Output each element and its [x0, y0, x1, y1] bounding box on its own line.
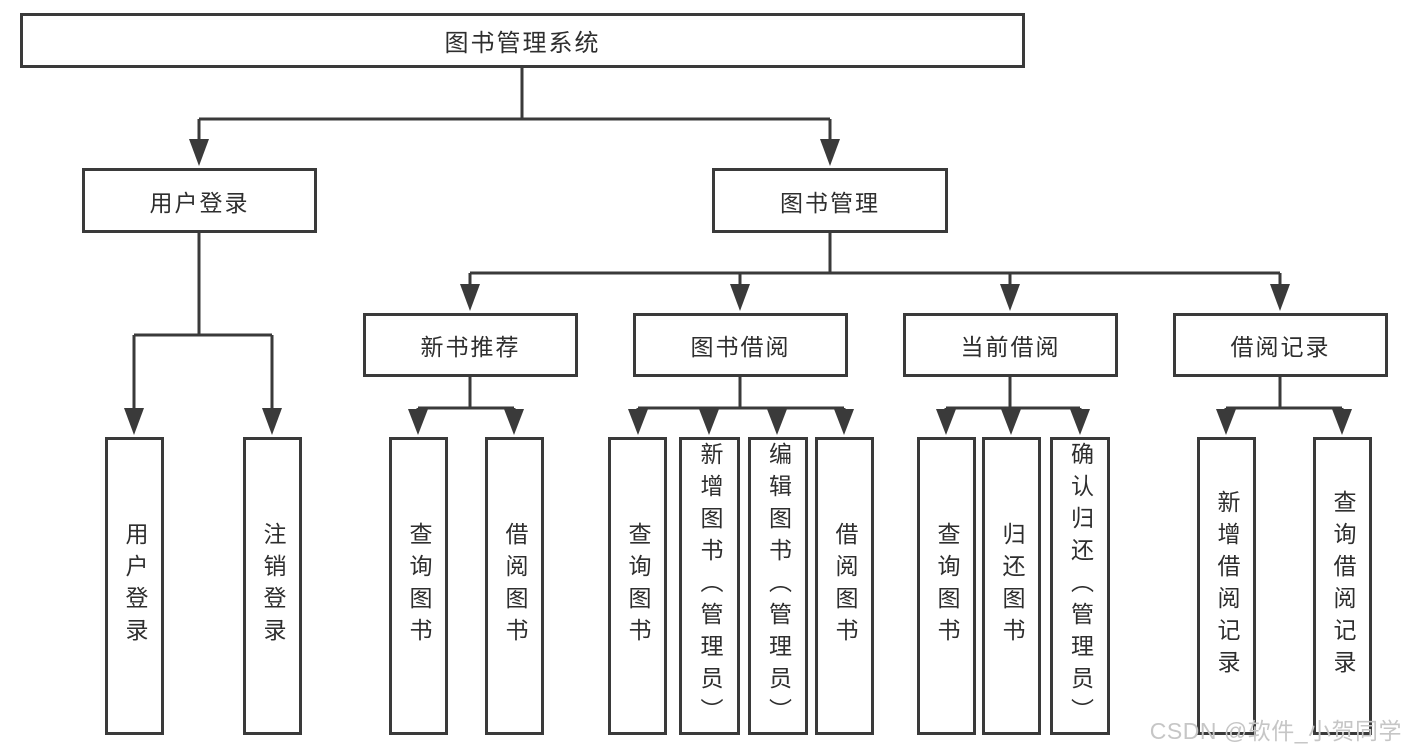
arrowhead	[1216, 409, 1236, 435]
arrowhead	[1332, 409, 1352, 435]
leaf-borrow-books-recommend: 借阅图书	[485, 437, 544, 735]
leaf-query-borrow-record: 查询借阅记录	[1313, 437, 1372, 735]
leaf-add-books-admin: 新增图书（管理员）	[679, 437, 740, 735]
csdn-watermark: CSDN @软件_小贺同学	[1149, 718, 1402, 744]
connector-book-borrow-branch	[636, 377, 846, 414]
arrowhead	[504, 409, 524, 435]
node-user-login: 用户登录	[82, 168, 317, 233]
connector-new-book-branch	[416, 377, 516, 414]
leaf-query-books-recommend: 查询图书	[389, 437, 448, 735]
leaf-user-login: 用户登录	[105, 437, 164, 735]
arrowhead	[628, 409, 648, 435]
node-library-management-system: 图书管理系统	[20, 13, 1025, 68]
arrowhead	[834, 409, 854, 435]
connector-book-management-branch	[468, 233, 1282, 290]
arrowhead	[1270, 284, 1290, 311]
node-book-borrow: 图书借阅	[633, 313, 848, 377]
connector-root-to-level1	[197, 68, 832, 146]
arrowhead	[1001, 409, 1021, 435]
leaf-return-books: 归还图书	[982, 437, 1041, 735]
arrowhead	[820, 139, 840, 166]
leaf-confirm-return-admin: 确认归还（管理员）	[1050, 437, 1110, 735]
node-borrow-records: 借阅记录	[1173, 313, 1388, 377]
arrowhead	[699, 409, 719, 435]
leaf-borrow-books: 借阅图书	[815, 437, 874, 735]
leaf-add-borrow-record: 新增借阅记录	[1197, 437, 1256, 735]
connector-borrow-records-branch	[1224, 377, 1344, 414]
leaf-edit-books-admin: 编辑图书（管理员）	[748, 437, 808, 735]
arrowhead	[936, 409, 956, 435]
node-new-book-recommend: 新书推荐	[363, 313, 578, 377]
node-book-management: 图书管理	[712, 168, 948, 233]
leaf-query-books-current: 查询图书	[917, 437, 976, 735]
arrowhead	[189, 139, 209, 166]
connector-current-borrow-branch	[944, 377, 1082, 414]
arrowhead	[408, 409, 428, 435]
arrowhead	[730, 284, 750, 311]
leaf-query-books-borrow: 查询图书	[608, 437, 667, 735]
arrowhead	[262, 408, 282, 435]
leaf-logout-login: 注销登录	[243, 437, 302, 735]
arrowhead	[1070, 409, 1090, 435]
node-current-borrow: 当前借阅	[903, 313, 1118, 377]
arrowhead	[767, 409, 787, 435]
arrowhead	[1000, 284, 1020, 311]
connector-user-login-branch	[132, 233, 274, 412]
arrowhead	[124, 408, 144, 435]
arrowhead	[460, 284, 480, 311]
